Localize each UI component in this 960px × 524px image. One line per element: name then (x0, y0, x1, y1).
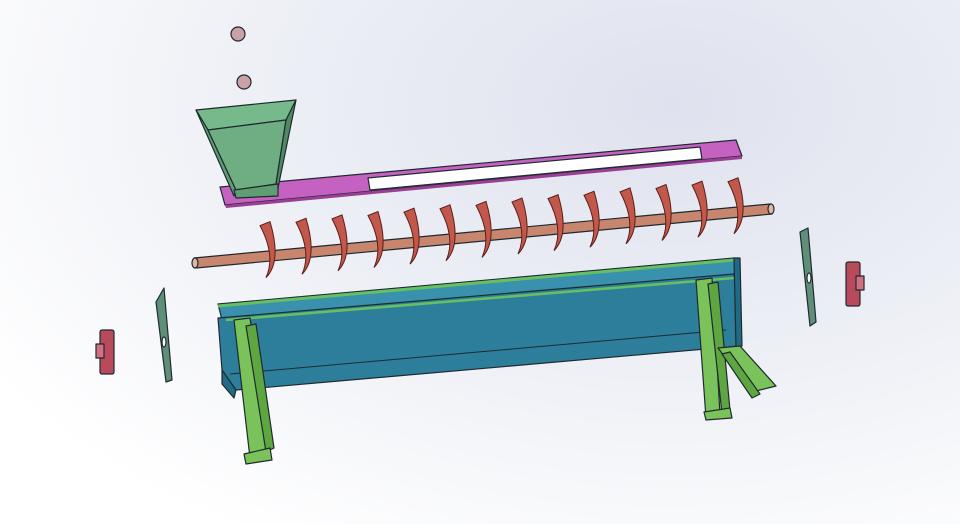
auger-flight (727, 177, 744, 235)
auger-flight (475, 200, 492, 258)
auger-flight (547, 193, 564, 251)
ball-lower (236, 74, 252, 90)
shaft-right-end (767, 203, 775, 215)
bearing-block-left (95, 329, 115, 375)
support-legs (233, 277, 777, 465)
auger-flight (259, 220, 276, 278)
auger-flight (295, 217, 312, 275)
auger-flight (367, 210, 384, 268)
auger-flight (511, 197, 528, 255)
auger-flight (583, 190, 600, 248)
screw-auger (191, 177, 775, 278)
auger-flight (439, 204, 456, 262)
balls (230, 26, 252, 90)
bearing-block-right (845, 261, 865, 307)
auger-flight (655, 183, 672, 241)
auger-flight (619, 187, 636, 245)
auger-flights (259, 177, 744, 278)
shaft-left-end (191, 257, 199, 269)
trough-housing (217, 257, 743, 399)
hopper (195, 99, 297, 199)
auger-flight (691, 180, 708, 238)
end-plate-right (799, 227, 817, 327)
auger-flight (403, 207, 420, 265)
top-cover-plate (219, 139, 743, 208)
ball-upper (230, 26, 246, 42)
auger-flight (331, 214, 348, 272)
end-plate-left (155, 287, 173, 383)
